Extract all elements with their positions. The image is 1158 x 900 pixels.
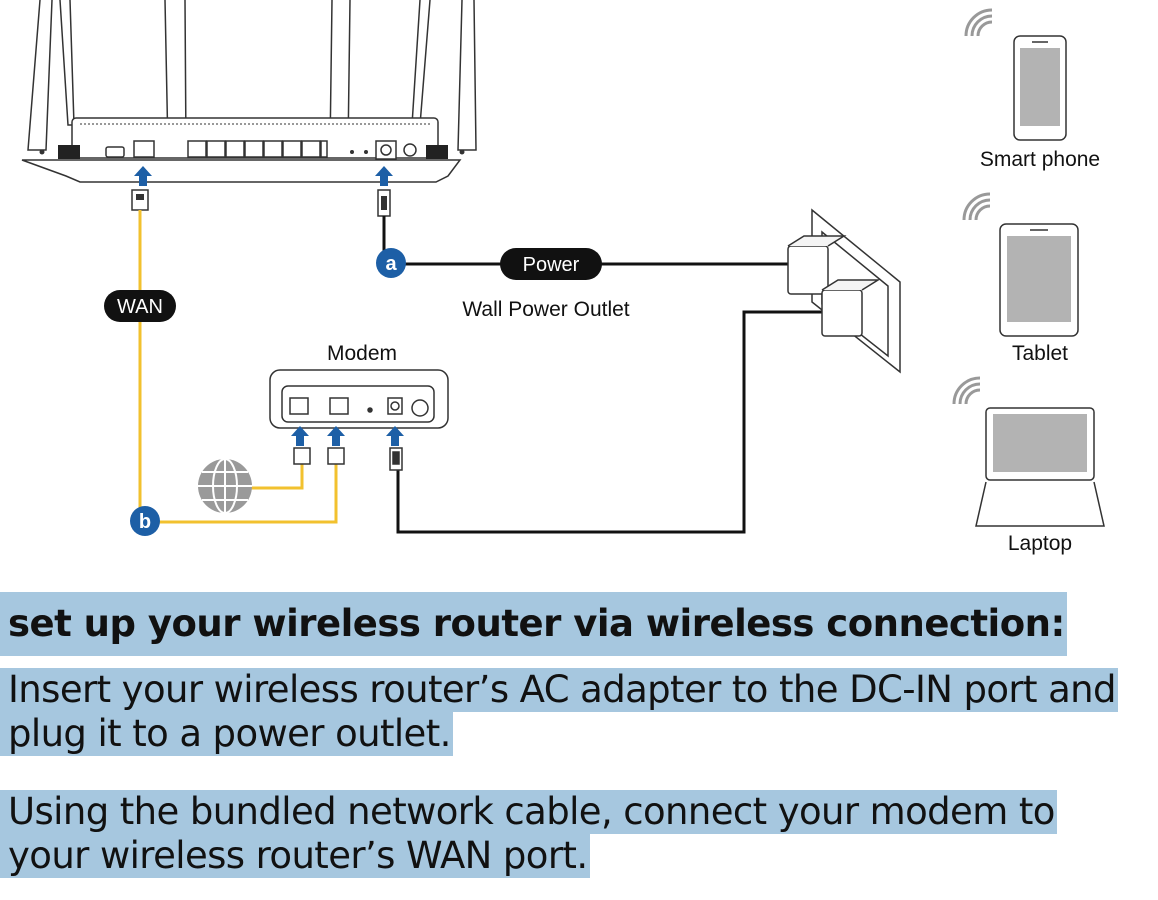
laptop: Laptop [952, 376, 1105, 555]
router-arrows [134, 166, 393, 186]
step-2-line-2: your wireless router’s WAN port. [0, 834, 590, 878]
marker-a: a [376, 248, 406, 278]
step-1-line-1: Insert your wireless router’s AC adapter… [0, 668, 1118, 712]
wifi-icon [964, 8, 994, 38]
router-antennas [27, 0, 477, 151]
power-plug-router [377, 189, 391, 217]
step-2-line-1: Using the bundled network cable, connect… [0, 790, 1057, 834]
modem-plugs [293, 447, 403, 471]
lan-ports [187, 140, 328, 158]
dc-in-port [375, 140, 397, 160]
router [21, 0, 477, 183]
marker-b-label: b [139, 511, 151, 533]
wifi-icon [962, 192, 992, 222]
marker-a-label: a [385, 253, 397, 275]
step-1-line-2: plug it to a power outlet. [0, 712, 453, 756]
step-2: Using the bundled network cable, connect… [0, 790, 1057, 878]
router-setup-diagram: WAN a Power Wall Power Outlet Modem [21, 0, 1105, 555]
modem-arrows [291, 426, 404, 446]
wan-pill: WAN [104, 290, 176, 322]
wan-label: WAN [117, 296, 163, 318]
internet-globe-icon [198, 458, 252, 514]
router-back-panel [21, 159, 462, 183]
router-port-bay [71, 117, 439, 159]
step-1: Insert your wireless router’s AC adapter… [0, 668, 1118, 756]
wall-outlet-label: Wall Power Outlet [462, 298, 629, 321]
power-cable [382, 216, 822, 534]
usb-port [105, 146, 125, 158]
wifi-icon [952, 376, 982, 406]
tablet-label: Tablet [1012, 342, 1068, 365]
wan-port [133, 140, 155, 158]
marker-b: b [130, 506, 160, 536]
wall-outlet [787, 208, 901, 374]
power-label: Power [523, 254, 580, 276]
section-heading-text: set up your wireless router via wireless… [0, 592, 1067, 656]
wan-plug-router [131, 189, 149, 211]
smart-phone: Smart phone [964, 8, 1100, 171]
power-button [403, 143, 417, 157]
tablet: Tablet [962, 192, 1079, 365]
modem-label: Modem [327, 342, 397, 365]
laptop-label: Laptop [1008, 532, 1072, 555]
smart-phone-label: Smart phone [980, 148, 1100, 171]
power-pill: Power [500, 248, 602, 280]
router-foot-left [58, 145, 80, 159]
section-heading: set up your wireless router via wireless… [0, 592, 1067, 656]
router-foot-right [426, 145, 448, 159]
modem [269, 369, 449, 429]
